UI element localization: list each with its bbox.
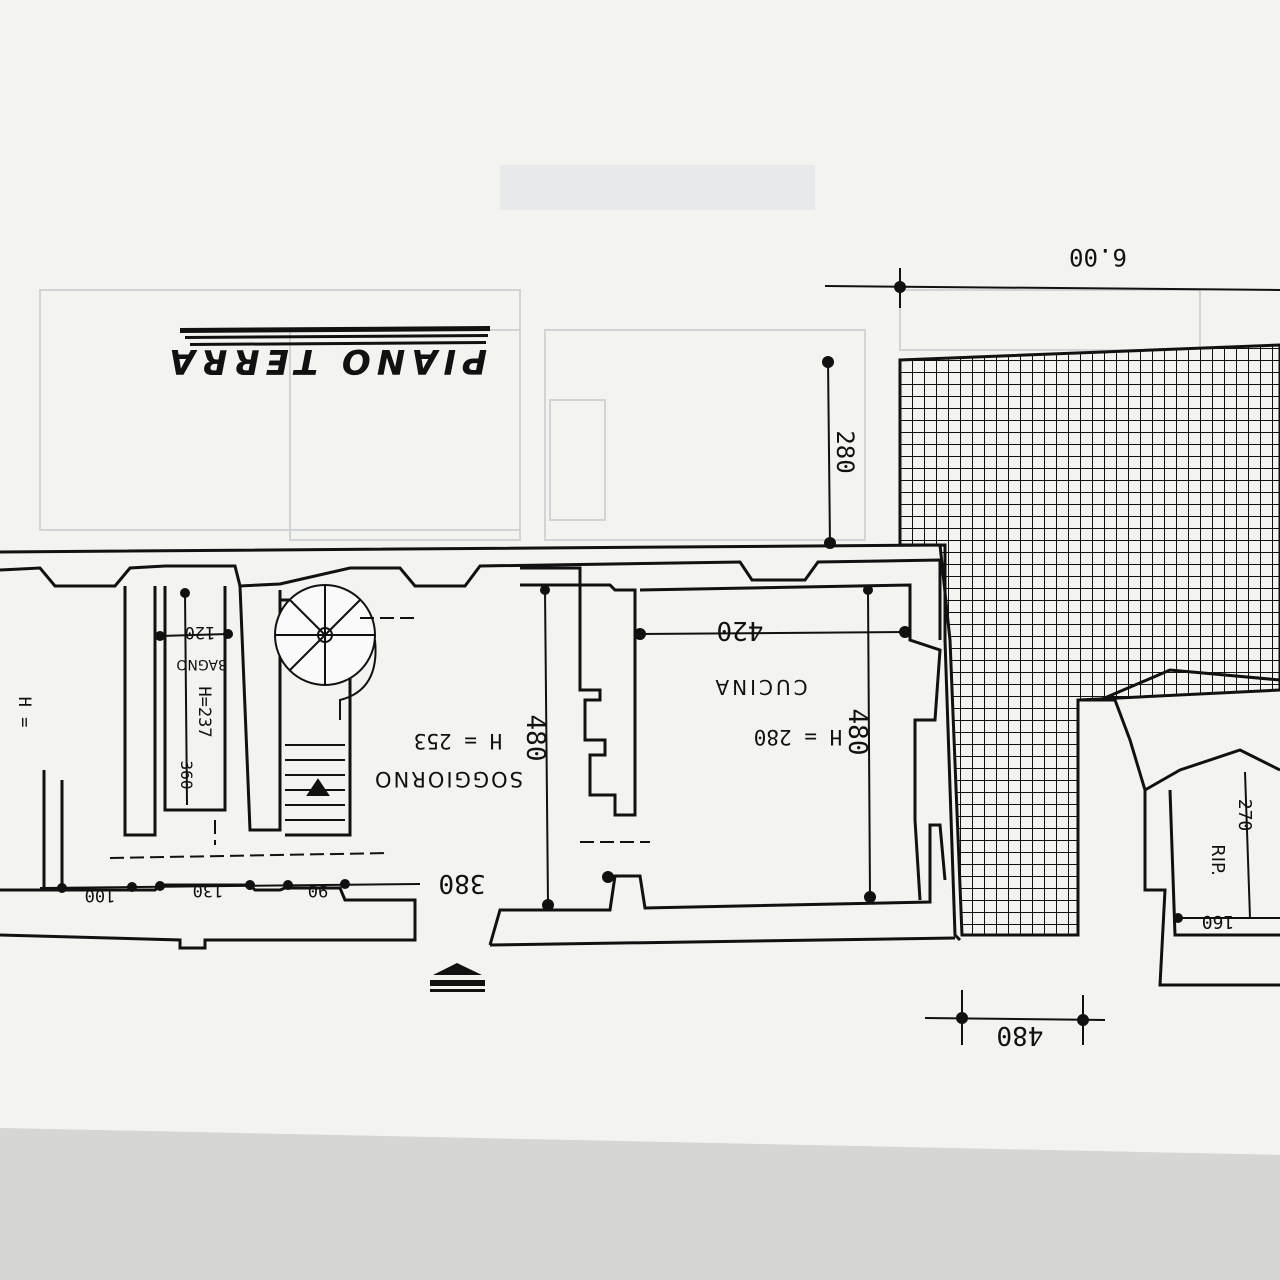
dim-top-width: 6.00 [1069, 243, 1127, 271]
rip-width: 160 [1202, 911, 1235, 932]
cucina-height: H = 280 [754, 725, 843, 749]
soggiorno-name: SOGGIORNO [373, 767, 523, 791]
front-dim-90: 90 [308, 880, 328, 900]
straight-staircase [285, 744, 345, 821]
rip-name: RIP. [1207, 844, 1228, 876]
soggiorno-depth: 380 [439, 868, 486, 898]
title-underline [180, 326, 490, 346]
left-room-height: H = [14, 697, 34, 728]
bagno-name: BAGNO [176, 656, 227, 672]
terrace-width: 480 [997, 1020, 1044, 1050]
bagno-height: H=237 [194, 686, 214, 737]
bagno-width: 120 [185, 622, 216, 642]
front-dim-130: 130 [193, 880, 224, 900]
dim-terrace-depth: 280 [831, 430, 859, 473]
front-dim-100: 100 [85, 885, 116, 905]
soggiorno-width: 480 [520, 715, 550, 762]
rip-depth: 270 [1234, 799, 1255, 832]
table-surface [0, 1128, 1280, 1280]
outer-walls [0, 543, 962, 950]
cucina-depth: 480 [842, 709, 872, 756]
storage-room-walls [1078, 668, 1280, 987]
cucina-width: 420 [717, 615, 764, 645]
soggiorno-height: H = 253 [414, 729, 503, 753]
plan-title: PIANO TERRA [163, 341, 487, 381]
door-openings [109, 617, 650, 859]
cucina-name: CUCINA [712, 675, 807, 699]
bleed-through-lines [39, 165, 1201, 541]
bagno-depth: 360 [177, 761, 196, 790]
entrance-arrow [430, 963, 485, 992]
labels: PIANO TERRA 6.00 280 CUCINA 420 H = 280 … [14, 243, 1255, 1050]
spiral-staircase [274, 584, 377, 720]
dimension-lines [39, 268, 1280, 1045]
